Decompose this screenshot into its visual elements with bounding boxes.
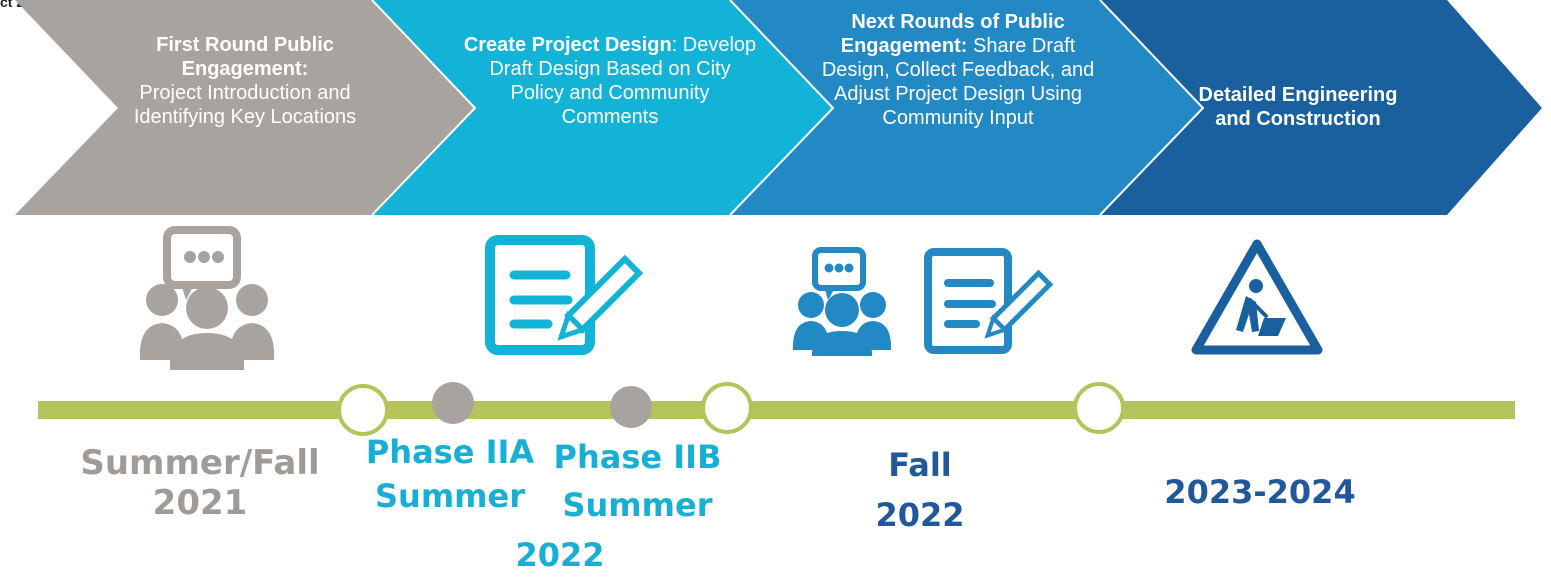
season-label: Fall bbox=[888, 446, 952, 484]
chat-people-icon bbox=[792, 247, 892, 356]
timeline-bar bbox=[38, 401, 1515, 419]
step-4-title: Detailed Engineering and Construction bbox=[1198, 84, 1398, 130]
timeline-marker bbox=[337, 384, 389, 436]
date-phase-iib: Phase IIB Summer bbox=[545, 433, 730, 529]
date-year: 2023-2024 bbox=[1164, 473, 1356, 511]
step-1-text: First Round Public Engagement: Project I… bbox=[95, 33, 395, 129]
step-3-body: Share Draft Design, Collect Feedback, an… bbox=[821, 35, 1095, 129]
season-label: Summer bbox=[562, 486, 713, 524]
date-year: 2022 bbox=[515, 536, 605, 574]
step-1-title: First Round Public Engagement: bbox=[156, 34, 334, 80]
step-1-chevron bbox=[15, 0, 475, 215]
document-pen-icon bbox=[485, 235, 644, 355]
date-year: 2021 bbox=[152, 483, 248, 523]
timeline-marker bbox=[610, 386, 652, 428]
date-fall-2022: Fall 2022 bbox=[830, 440, 1010, 540]
step-2-text: Create Project Design: Develop Draft Des… bbox=[460, 33, 760, 129]
step-3-text: Next Rounds of Public Engagement: Share … bbox=[808, 10, 1108, 130]
timeline-marker bbox=[701, 382, 753, 434]
season-label: Summer bbox=[375, 477, 525, 515]
step-4-chevron bbox=[1100, 0, 1542, 215]
chat-people-icon bbox=[139, 226, 275, 370]
timeline-marker bbox=[1073, 382, 1125, 434]
step-4-text: Detailed Engineering and Construction bbox=[1178, 83, 1418, 131]
timeline-marker bbox=[432, 382, 474, 424]
construction-sign-icon bbox=[1191, 239, 1323, 355]
date-2023-2024: 2023-2024 bbox=[1150, 472, 1370, 512]
date-2022-shared: 2022 bbox=[500, 535, 620, 575]
step-2-title: Create Project Design bbox=[463, 34, 672, 56]
date-summer-fall-2021: Summer/Fall 2021 bbox=[70, 443, 330, 523]
phase-label: Phase IIB bbox=[553, 438, 722, 476]
phase-label: Phase IIA bbox=[365, 433, 535, 471]
step-2-body: : Develop Draft Design Based on City Pol… bbox=[489, 34, 757, 128]
date-year: 2022 bbox=[875, 496, 965, 534]
step-1-body: Project Introduction and Identifying Key… bbox=[133, 82, 357, 128]
step-2-chevron bbox=[372, 0, 833, 215]
date-label: Summer/Fall bbox=[80, 443, 320, 483]
step-3-chevron bbox=[730, 0, 1203, 215]
step-3-title: Next Rounds of Public Engagement: bbox=[840, 11, 1065, 57]
date-phase-iia: Phase IIA Summer bbox=[360, 430, 540, 518]
cropped-label: ct 2: bbox=[0, 0, 29, 10]
document-pen-icon bbox=[924, 248, 1054, 354]
